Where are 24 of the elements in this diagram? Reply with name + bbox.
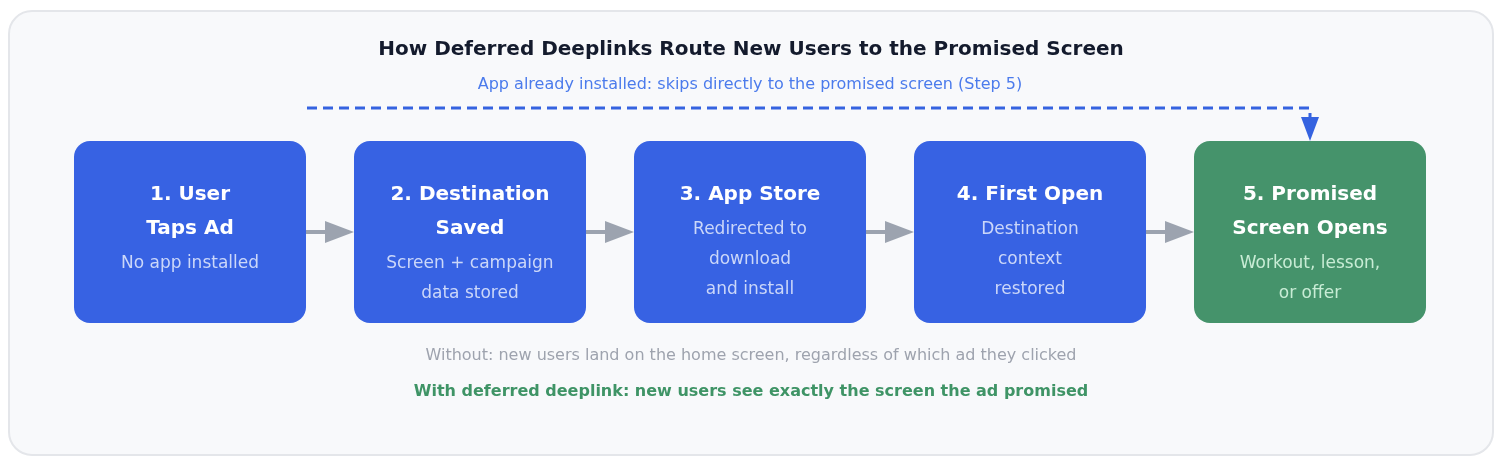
arrow <box>306 221 354 243</box>
process-box <box>914 141 1146 323</box>
process-box <box>634 141 866 323</box>
process-box <box>74 141 306 323</box>
diagram-title: How Deferred Deeplinks Route New Users to the Promised Screen <box>378 35 1124 62</box>
step-description: No app installed <box>120 251 260 274</box>
arrow <box>586 221 634 243</box>
arrow <box>866 221 914 243</box>
step-title: 3. App Store <box>679 180 821 207</box>
step-description: Screen + campaign data stored <box>385 251 555 304</box>
step-description: Workout, lesson, or offer <box>1238 251 1382 304</box>
step-description: Destination context restored <box>980 217 1080 300</box>
process-box <box>1194 141 1426 323</box>
step-title: 2. Destination Saved <box>389 180 551 241</box>
dashed-arrow <box>307 106 1319 141</box>
arrow <box>1146 221 1194 243</box>
step-description: Redirected to download and install <box>692 217 808 300</box>
note-text: With deferred deeplink: new users see exactly the screen the ad promised <box>413 380 1089 402</box>
step-title: 1. User Taps Ad <box>145 180 235 241</box>
edge-label: App already installed: skips directly to the promised screen (Step 5) <box>477 73 1023 95</box>
note-text: Without: new users land on the home screen, regardless of which ad they clicked <box>425 344 1077 366</box>
step-title: 4. First Open <box>956 180 1104 207</box>
step-title: 5. Promised Screen Opens <box>1231 180 1389 241</box>
process-box <box>354 141 586 323</box>
